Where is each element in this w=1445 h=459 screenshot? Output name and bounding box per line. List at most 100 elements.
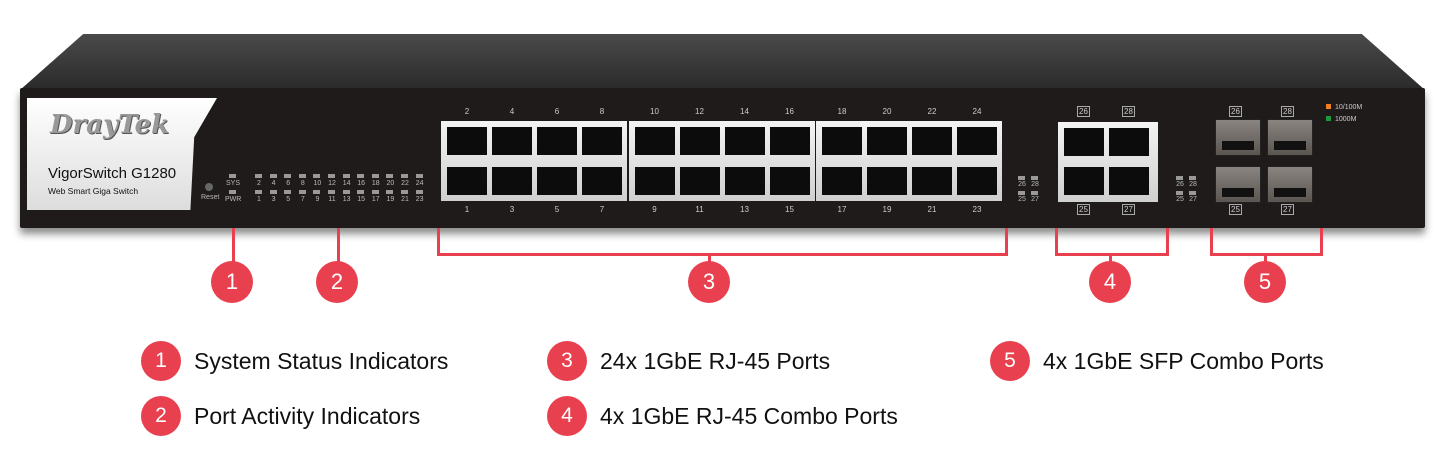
rj45-port[interactable] [822, 127, 862, 155]
port-led [371, 190, 379, 194]
rj45-port[interactable] [634, 167, 675, 195]
reset-button[interactable] [205, 183, 213, 191]
rj45-port[interactable] [769, 127, 810, 155]
combo-port-number: 26 [1077, 106, 1090, 117]
bracket [1320, 228, 1323, 255]
port-number: 2 [464, 107, 470, 116]
port-led-label: 23 [415, 196, 424, 203]
green-swatch-icon [1326, 116, 1331, 121]
rj45-port[interactable] [912, 167, 952, 195]
callout-marker-1: 1 [211, 261, 253, 303]
port-led [415, 174, 423, 178]
combo-led-label: 28 [1189, 181, 1197, 188]
port-led-label: 15 [357, 196, 366, 203]
rj45-port[interactable] [769, 167, 810, 195]
port-number: 1 [464, 205, 470, 214]
legend-number-1: 1 [141, 341, 181, 381]
bracket [437, 228, 440, 255]
port-number: 21 [927, 205, 937, 214]
port-led [415, 190, 423, 194]
rj45-port[interactable] [957, 167, 997, 195]
speed-legend-10-100: 10/100M [1326, 104, 1362, 111]
port-led-label: 21 [401, 196, 409, 203]
rj45-port[interactable] [724, 167, 765, 195]
rj45-port[interactable] [447, 127, 487, 155]
sfp-port-number: 25 [1229, 204, 1242, 215]
port-led [328, 190, 335, 194]
combo-rj45-port[interactable] [1064, 167, 1104, 195]
rj45-port[interactable] [582, 167, 622, 195]
port-led-label: 1 [257, 196, 261, 203]
combo-rj45-port[interactable] [1109, 167, 1149, 195]
port-led-label: 18 [371, 180, 380, 187]
port-led [284, 174, 292, 178]
combo-led-label: 28 [1031, 181, 1039, 188]
port-number: 9 [652, 205, 657, 214]
combo-led [1189, 176, 1196, 180]
sfp-port-number: 28 [1281, 106, 1294, 117]
port-led-label: 19 [386, 196, 395, 203]
combo-led [1031, 176, 1038, 180]
port-number: 19 [882, 205, 892, 214]
rj45-port[interactable] [867, 127, 907, 155]
port-led [284, 190, 292, 194]
rj45-port[interactable] [537, 127, 577, 155]
orange-swatch-icon [1326, 104, 1331, 109]
port-number: 3 [509, 205, 515, 214]
port-led-label: 5 [286, 196, 291, 203]
port-number: 7 [599, 205, 605, 214]
combo-rj45-port[interactable] [1064, 128, 1104, 156]
sfp-slot[interactable] [1267, 119, 1313, 156]
legend-number-5: 5 [990, 341, 1030, 381]
combo-led-label: 25 [1018, 196, 1026, 203]
bracket [1109, 254, 1112, 264]
combo-rj45-port[interactable] [1109, 128, 1149, 156]
sfp-port-number: 26 [1229, 106, 1242, 117]
port-led-label: 22 [401, 180, 409, 187]
sfp-slot[interactable] [1267, 166, 1313, 203]
switch-top [20, 34, 1425, 90]
port-led-label: 10 [313, 180, 322, 187]
callout-marker-2: 2 [316, 261, 358, 303]
sfp-slot[interactable] [1215, 119, 1261, 156]
port-led [371, 174, 379, 178]
rj45-port[interactable] [492, 167, 532, 195]
port-number: 10 [650, 107, 659, 116]
model-name: VigorSwitch G1280 [48, 165, 177, 182]
legend-label-3: 24x 1GbE RJ-45 Ports [600, 348, 831, 374]
combo-port-number: 27 [1122, 204, 1135, 215]
rj45-port[interactable] [537, 167, 577, 195]
combo-led-label: 25 [1176, 196, 1184, 203]
port-number: 18 [837, 107, 847, 116]
combo-led-label: 26 [1176, 181, 1184, 188]
rj45-port[interactable] [822, 167, 862, 195]
combo-led [1018, 176, 1025, 180]
rj45-port[interactable] [867, 167, 907, 195]
rj45-port[interactable] [912, 127, 952, 155]
port-led [357, 190, 365, 194]
rj45-port[interactable] [957, 127, 997, 155]
bracket [1055, 228, 1058, 255]
port-led [386, 190, 394, 194]
port-led-label: 2 [257, 180, 261, 187]
rj45-port[interactable] [634, 127, 675, 155]
port-led [386, 174, 394, 178]
bracket [1166, 228, 1169, 255]
brand-logo: DrayTek [50, 110, 170, 140]
port-number: 13 [740, 205, 749, 214]
rj45-port[interactable] [679, 127, 720, 155]
combo-led [1031, 191, 1038, 195]
rj45-port[interactable] [447, 167, 487, 195]
legend-label-4: 4x 1GbE RJ-45 Combo Ports [600, 403, 898, 429]
combo-led [1176, 176, 1183, 180]
port-led [313, 174, 321, 178]
port-led [357, 174, 365, 178]
rj45-port[interactable] [492, 127, 532, 155]
rj45-port[interactable] [582, 127, 622, 155]
port-led [401, 174, 408, 178]
sfp-slot[interactable] [1215, 166, 1261, 203]
port-led-label: 12 [328, 180, 336, 187]
rj45-port[interactable] [679, 167, 720, 195]
rj45-port[interactable] [724, 127, 765, 155]
port-led-label: 8 [300, 180, 305, 187]
